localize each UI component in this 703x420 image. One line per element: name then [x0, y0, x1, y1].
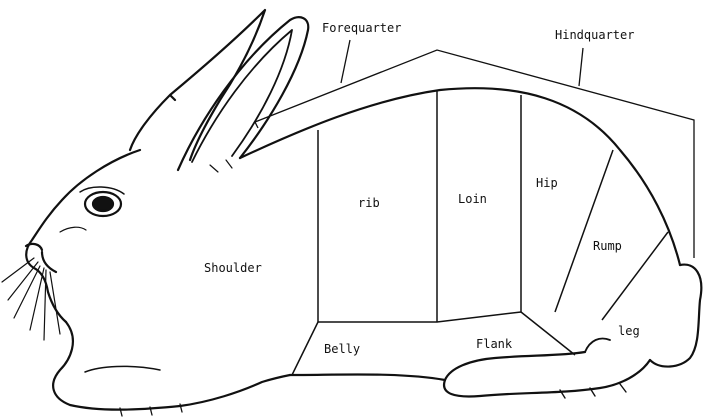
front-ear: [178, 17, 308, 170]
label-hip: Hip: [536, 177, 558, 189]
nose: [26, 244, 56, 272]
label-forequarter: Forequarter: [322, 22, 401, 34]
head-outline: [26, 150, 140, 322]
hindquarter-leader: [579, 48, 583, 86]
label-shoulder: Shoulder: [204, 262, 262, 274]
label-leg: leg: [618, 325, 640, 337]
shoulder-belly-line: [292, 322, 318, 375]
cut-lines: [292, 90, 668, 375]
label-flank: Flank: [476, 338, 512, 350]
flank-line: [521, 312, 575, 355]
hip-rump-line: [555, 150, 613, 312]
label-loin: Loin: [458, 193, 487, 205]
label-leaders: [255, 40, 694, 258]
belly-top-line: [318, 312, 521, 322]
hind-leg: [444, 352, 650, 396]
forequarter-leader: [341, 40, 350, 83]
label-hindquarter: Hindquarter: [555, 29, 634, 41]
belly-outline: [290, 374, 445, 380]
tail: [650, 265, 701, 367]
forequarter-bracket: [255, 50, 694, 258]
front-leg: [53, 322, 290, 410]
label-rump: Rump: [593, 240, 622, 252]
label-rib: rib: [358, 197, 380, 209]
label-belly: Belly: [324, 343, 360, 355]
